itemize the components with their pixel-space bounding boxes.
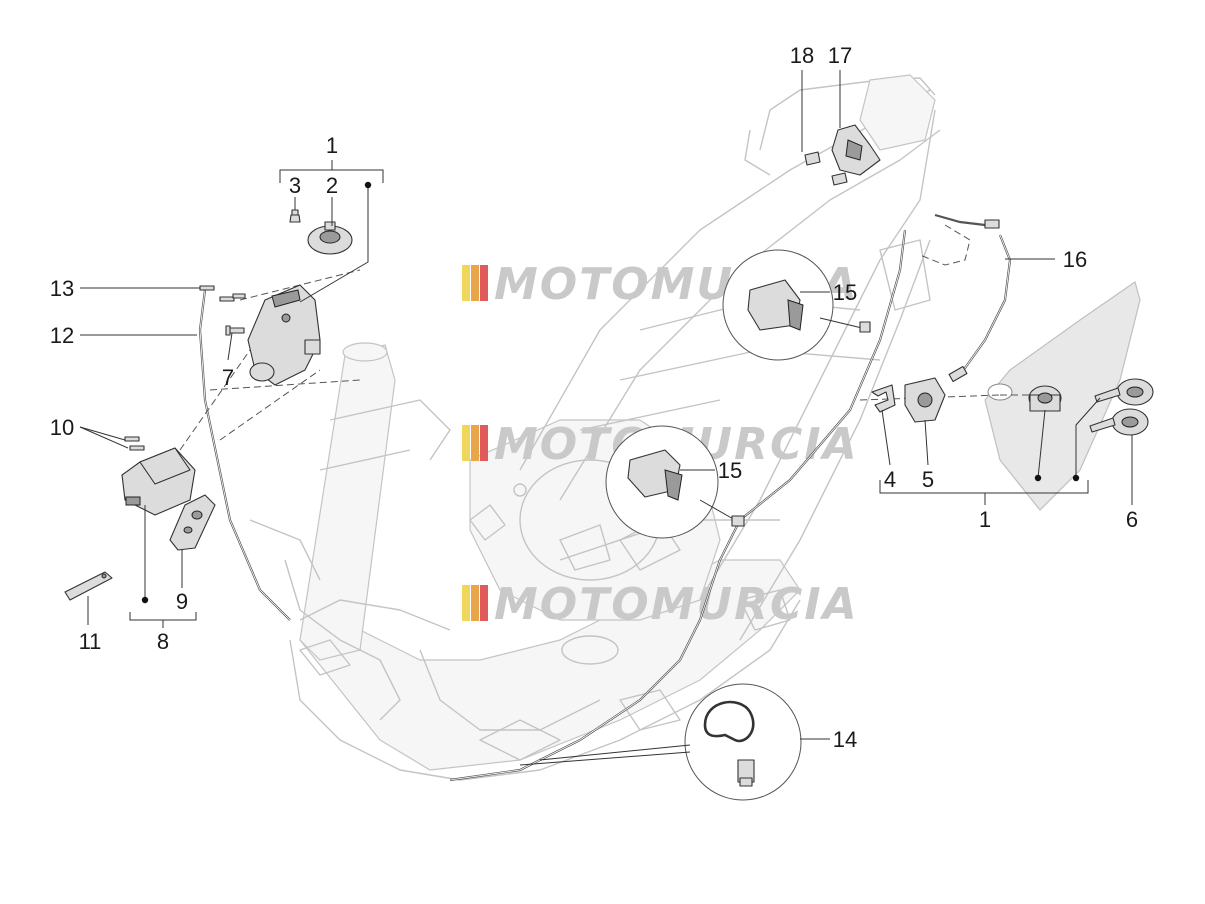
callout-17: 17 (828, 43, 852, 68)
callout-13: 13 (50, 276, 74, 301)
watermark-text: MOTOMURCIA (494, 579, 859, 630)
part-clip-4 (871, 384, 896, 413)
callout-9: 9 (176, 589, 188, 614)
callout-16: 16 (1063, 247, 1087, 272)
callout-11: 11 (79, 629, 102, 654)
detail-circle-15b (605, 425, 745, 539)
scooter-frame (249, 74, 941, 781)
part-remote-9 (169, 494, 216, 551)
callout-1-right: 1 (979, 507, 991, 532)
callout-1: 1 (326, 133, 338, 158)
callout-15-lower: 15 (718, 458, 742, 483)
callout-18: 18 (790, 43, 814, 68)
part-screw-7 (225, 325, 245, 336)
callout-8: 8 (157, 629, 169, 654)
part-screws-10 (124, 436, 145, 451)
part-control-unit-8 (121, 447, 196, 516)
part-bolt-18 (804, 151, 848, 186)
callout-3: 3 (289, 173, 301, 198)
callout-14: 14 (833, 727, 857, 752)
part-lock-plate-5 (904, 377, 946, 423)
callout-4: 4 (884, 467, 896, 492)
callout-15-upper: 15 (833, 280, 857, 305)
part-lock-cylinder (1028, 385, 1062, 412)
main-cable (449, 229, 907, 782)
part-key-6 (1089, 408, 1149, 436)
part-key-11 (64, 571, 113, 601)
callout-5: 5 (922, 467, 934, 492)
watermark-3: MOTOMURCIA (462, 579, 859, 630)
part-screw-3 (289, 209, 301, 223)
part-key-top (1094, 378, 1154, 406)
part-cap-2 (307, 221, 353, 255)
leader-lines (79, 70, 1133, 740)
dashed-route (919, 224, 971, 266)
callout-labels: 1 2 3 7 13 12 10 11 8 9 18 17 16 15 15 4… (50, 43, 1138, 752)
detail-circle-15a (722, 249, 871, 361)
callout-10: 10 (50, 415, 74, 440)
part-screws-13 (199, 285, 246, 302)
seat-release-cable (198, 289, 291, 621)
callout-7: 7 (222, 365, 234, 390)
part-ignition-lock (247, 284, 321, 386)
callout-6: 6 (1126, 507, 1138, 532)
callout-2: 2 (326, 173, 338, 198)
cable-16 (934, 213, 1012, 383)
part-latch-17 (831, 124, 881, 176)
detail-circle-14 (519, 683, 802, 801)
callout-12: 12 (50, 323, 74, 348)
